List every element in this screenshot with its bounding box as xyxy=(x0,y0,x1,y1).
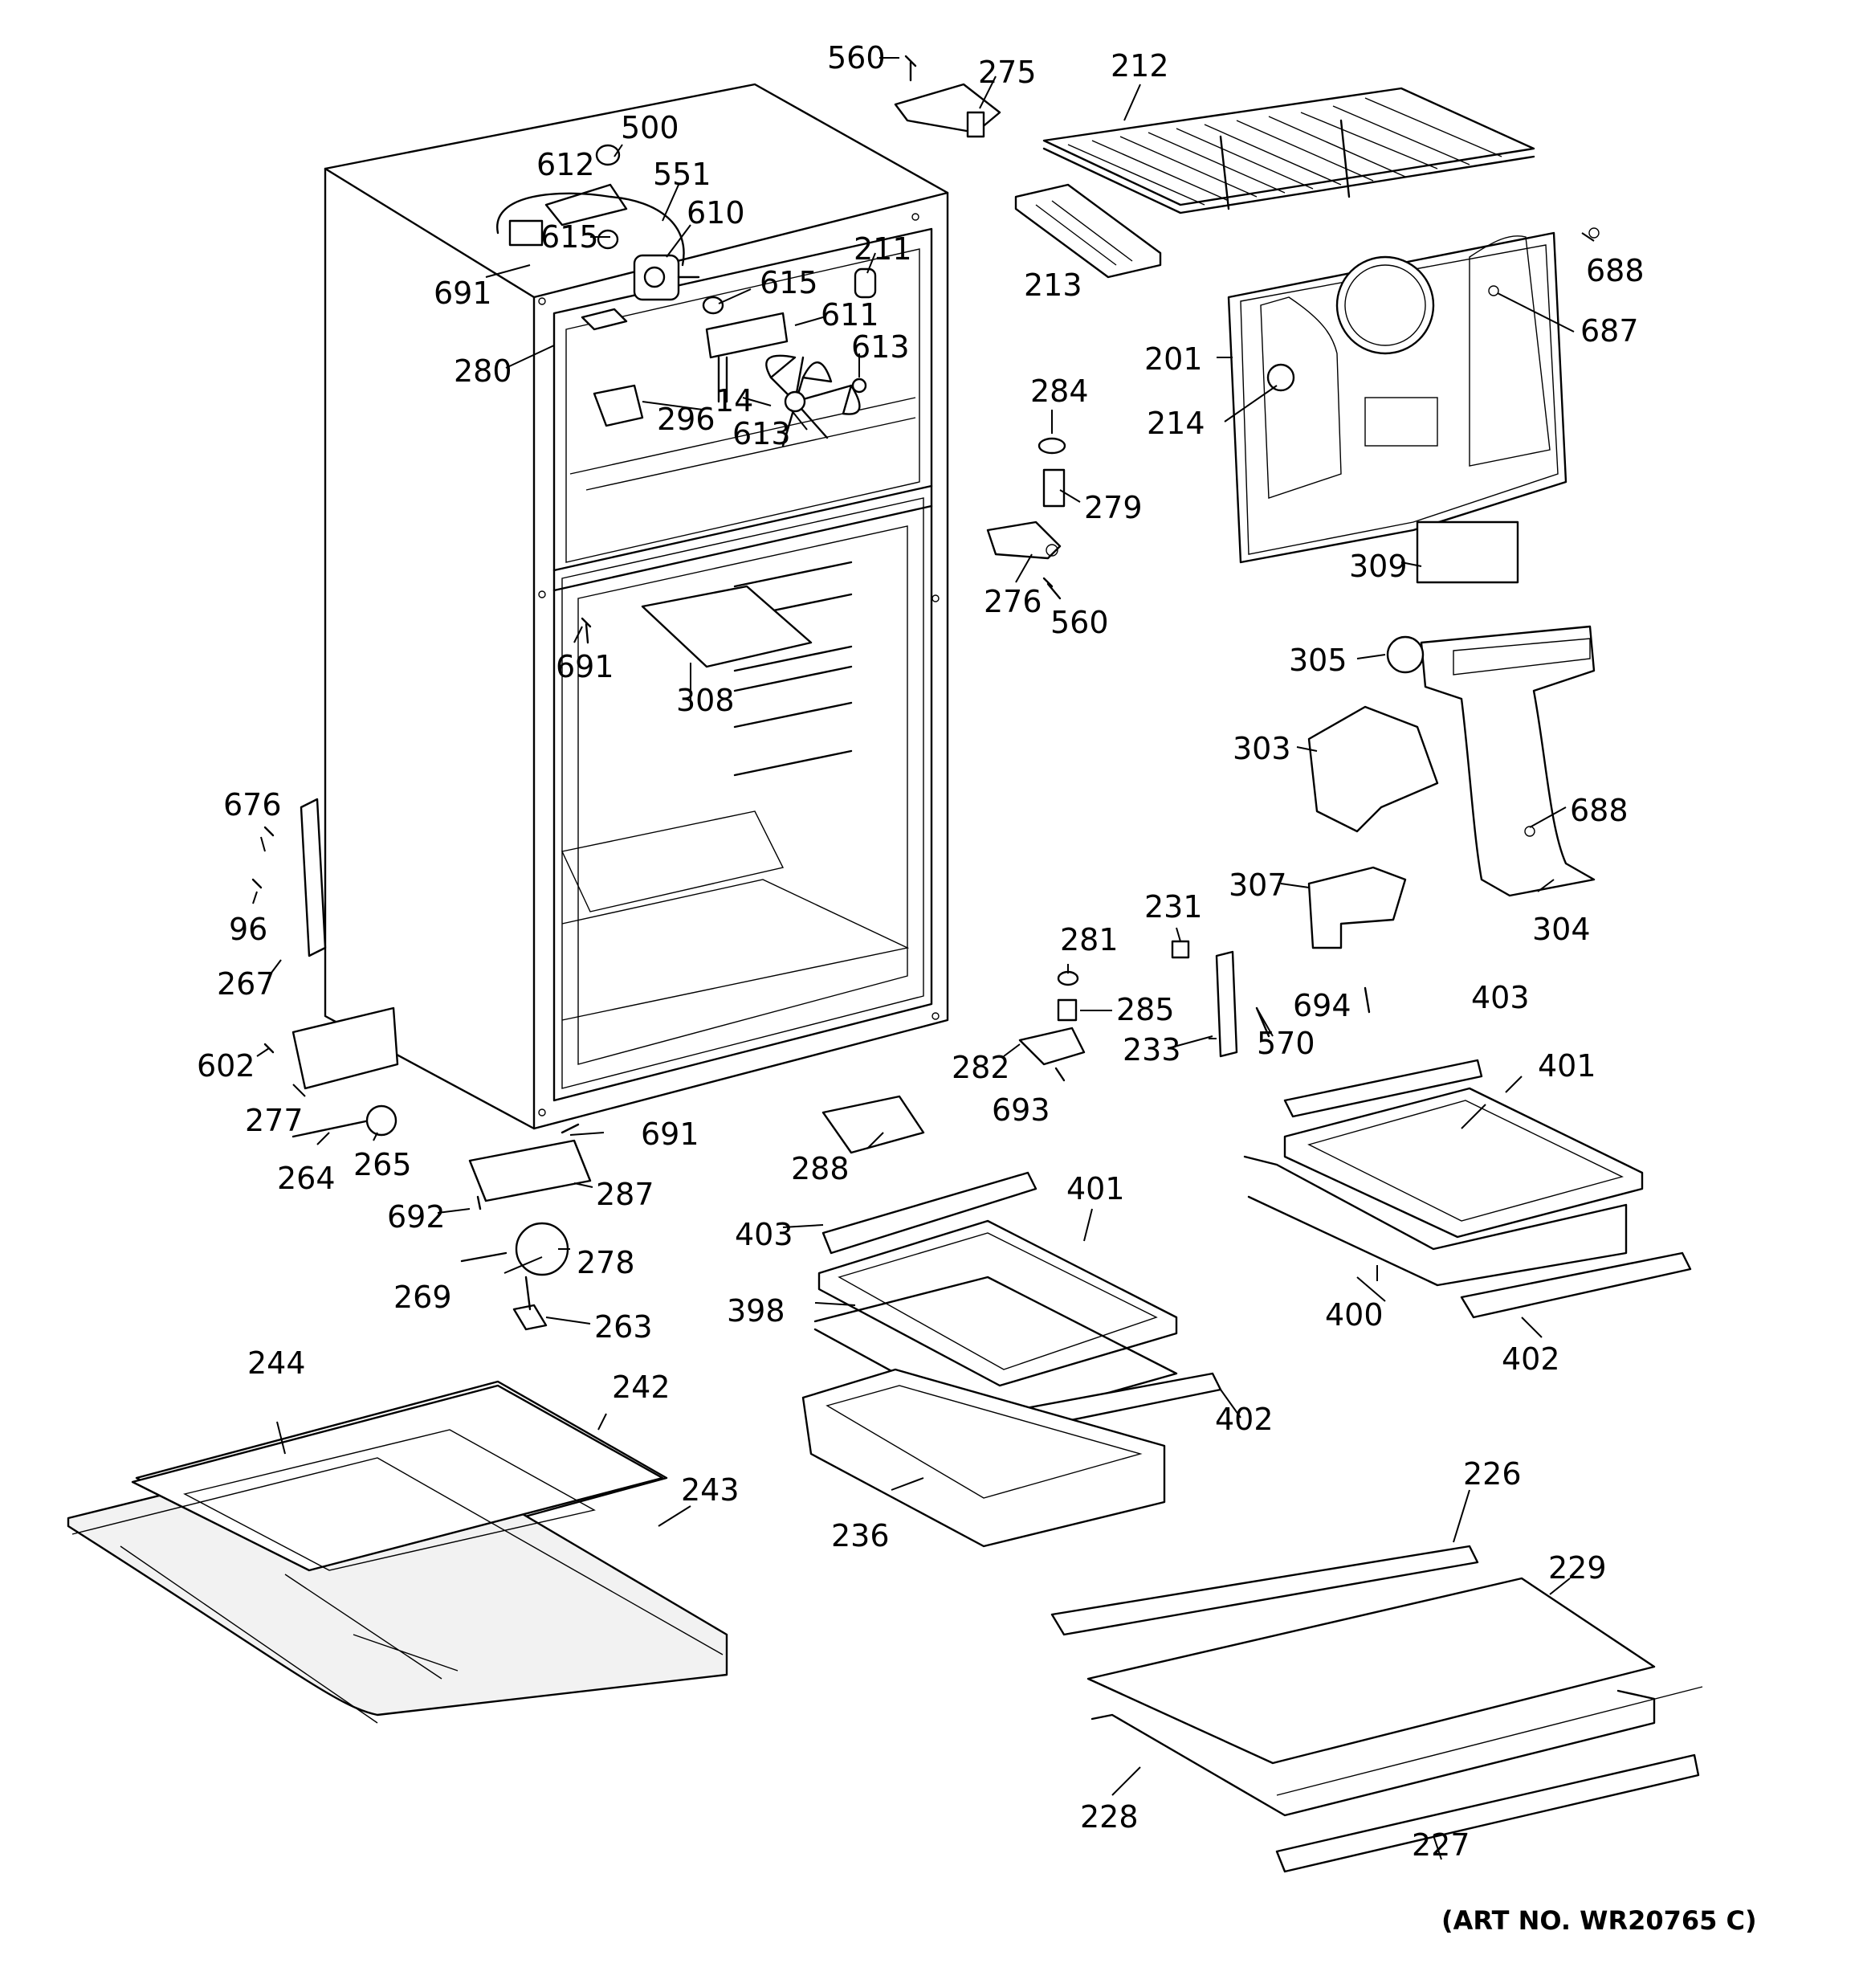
label-264: 264 xyxy=(277,1161,336,1196)
label-613-b: 613 xyxy=(732,416,791,451)
label-275: 275 xyxy=(978,55,1037,90)
label-265: 265 xyxy=(353,1147,412,1182)
label-602: 602 xyxy=(197,1048,255,1084)
label-284: 284 xyxy=(1030,374,1089,409)
label-691-c: 691 xyxy=(641,1116,699,1152)
label-281: 281 xyxy=(1060,922,1119,957)
label-612: 612 xyxy=(536,147,595,182)
label-691-b: 691 xyxy=(556,649,614,684)
label-500: 500 xyxy=(621,110,679,145)
label-692: 692 xyxy=(387,1199,446,1235)
label-212: 212 xyxy=(1111,48,1169,84)
label-308: 308 xyxy=(676,683,735,718)
center-hinge-282 xyxy=(1018,970,1086,1082)
label-226: 226 xyxy=(1463,1456,1522,1492)
label-279: 279 xyxy=(1084,490,1143,525)
air-duct-304 xyxy=(1386,625,1596,897)
crisper-cover-244 xyxy=(67,1380,728,1724)
label-560-top: 560 xyxy=(827,40,886,76)
label-401-a: 401 xyxy=(1538,1048,1596,1084)
evaporator-cover-201 xyxy=(1227,227,1600,584)
label-276: 276 xyxy=(984,584,1042,619)
label-694: 694 xyxy=(1293,988,1351,1023)
art-number: (ART NO. WR20765 C) xyxy=(1441,1905,1757,1936)
shelf-right xyxy=(1243,1059,1692,1319)
label-304: 304 xyxy=(1532,912,1591,947)
label-398: 398 xyxy=(727,1293,785,1329)
damper-parts xyxy=(1307,705,1439,949)
label-401-b: 401 xyxy=(1066,1171,1125,1206)
label-610: 610 xyxy=(687,195,745,231)
label-228: 228 xyxy=(1080,1799,1139,1835)
label-233: 233 xyxy=(1123,1032,1181,1067)
shelf-center xyxy=(801,1171,1222,1548)
ice-tray-213 xyxy=(1014,183,1162,279)
label-285: 285 xyxy=(1116,992,1175,1027)
label-688-b: 688 xyxy=(1570,793,1629,828)
top-hinge xyxy=(894,55,1001,138)
shelf-support-233 xyxy=(1171,940,1371,1058)
label-560-b: 560 xyxy=(1050,605,1109,640)
center-hinge-parts xyxy=(581,437,1066,644)
label-243: 243 xyxy=(681,1472,740,1508)
leader-lines xyxy=(252,57,1595,1860)
label-288: 288 xyxy=(791,1151,850,1186)
label-267: 267 xyxy=(217,966,275,1002)
side-hinge-267 xyxy=(251,798,399,1138)
label-227: 227 xyxy=(1412,1827,1470,1863)
label-570: 570 xyxy=(1257,1026,1315,1061)
label-213: 213 xyxy=(1024,267,1082,303)
label-214: 214 xyxy=(1147,406,1205,441)
cabinet xyxy=(324,83,949,1130)
part-labels: 560 275 212 500 612 551 610 615 691 211 … xyxy=(197,40,1757,1936)
label-688-a: 688 xyxy=(1586,253,1645,288)
label-307: 307 xyxy=(1229,867,1287,903)
label-211: 211 xyxy=(854,231,912,267)
label-269: 269 xyxy=(393,1280,452,1315)
label-244: 244 xyxy=(247,1345,306,1381)
label-400: 400 xyxy=(1325,1297,1384,1333)
label-14: 14 xyxy=(715,383,753,418)
label-615-a: 615 xyxy=(540,219,599,255)
label-201: 201 xyxy=(1144,341,1203,377)
label-693: 693 xyxy=(992,1092,1050,1128)
label-296: 296 xyxy=(657,402,715,437)
fan-motor-assembly xyxy=(496,144,877,447)
label-676: 676 xyxy=(223,787,282,823)
bottom-hinge-287 xyxy=(460,1123,592,1331)
label-611: 611 xyxy=(821,297,879,333)
label-551: 551 xyxy=(653,157,711,192)
label-263: 263 xyxy=(594,1309,653,1345)
label-691-a: 691 xyxy=(434,276,492,311)
label-229: 229 xyxy=(1548,1550,1607,1586)
label-280: 280 xyxy=(454,353,512,389)
wire-shelf-212 xyxy=(1042,87,1535,214)
label-96: 96 xyxy=(229,912,267,947)
label-278: 278 xyxy=(577,1245,635,1280)
label-402-a: 402 xyxy=(1502,1341,1560,1377)
label-613-a: 613 xyxy=(851,329,910,365)
label-287: 287 xyxy=(596,1177,654,1212)
label-236: 236 xyxy=(831,1518,890,1553)
bottom-shelf xyxy=(1050,1545,1703,1873)
label-403-b: 403 xyxy=(735,1217,793,1252)
label-231: 231 xyxy=(1144,889,1203,925)
bracket-288 xyxy=(821,1095,925,1154)
label-277: 277 xyxy=(245,1103,304,1138)
label-687: 687 xyxy=(1580,313,1639,349)
label-403-a: 403 xyxy=(1471,980,1530,1015)
label-402-b: 402 xyxy=(1215,1402,1274,1437)
label-305: 305 xyxy=(1289,643,1347,678)
label-309: 309 xyxy=(1349,549,1408,584)
label-303: 303 xyxy=(1233,731,1291,766)
label-282: 282 xyxy=(952,1050,1010,1085)
label-242: 242 xyxy=(612,1370,671,1405)
label-615-b: 615 xyxy=(760,265,818,300)
